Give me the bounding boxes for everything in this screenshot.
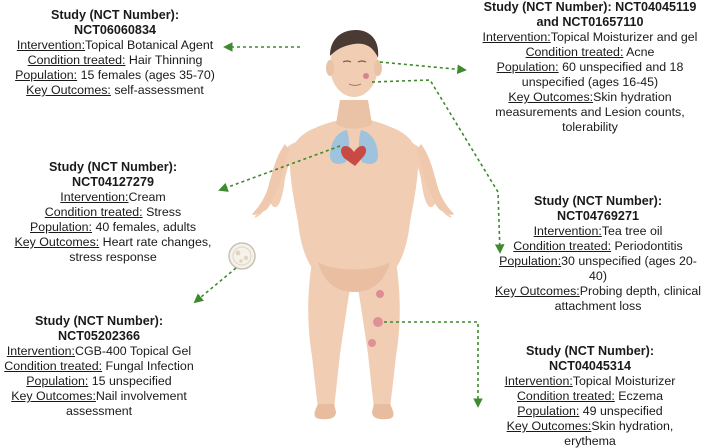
population-value: 15 females (ages 35-70)	[80, 68, 215, 82]
intervention-label: Intervention:	[60, 190, 129, 204]
condition-label: Condition treated:	[525, 45, 624, 59]
population-label: Population:	[499, 254, 562, 268]
study-card-hair-thinning: Study (NCT Number): NCT06060834 Interven…	[10, 8, 220, 98]
intervention-value: Topical Moisturizer and gel	[550, 30, 698, 44]
outcomes-value: Skin hydration measurements and Lesion c…	[495, 90, 685, 134]
study-card-eczema: Study (NCT Number): NCT04045314 Interven…	[492, 344, 688, 448]
intervention-label: Intervention:	[533, 224, 602, 238]
neck	[336, 100, 372, 129]
outcomes-value: Skin hydration, erythema	[564, 419, 674, 448]
outcomes-label: Key Outcomes:	[11, 389, 96, 403]
outcomes-label: Key Outcomes:	[495, 284, 580, 298]
intervention-label: Intervention:	[504, 374, 573, 388]
outcomes-label: Key Outcomes:	[508, 90, 594, 104]
study-title: Study (NCT Number): NCT04045119 and NCT0…	[483, 0, 697, 29]
study-card-acne: Study (NCT Number): NCT04045119 and NCT0…	[476, 0, 704, 135]
condition-label: Condition treated:	[516, 389, 615, 403]
lesion-spot	[376, 290, 384, 298]
outcomes-value: Probing depth, clinical attachment loss	[554, 284, 701, 313]
connectors	[193, 42, 505, 408]
left-ear	[326, 60, 334, 76]
outcomes-label: Key Outcomes:	[14, 235, 100, 249]
population-value: 60 unspecified and 18 unspecified (ages …	[521, 60, 684, 89]
condition-value: Periodontitis	[614, 239, 683, 253]
condition-label: Condition treated:	[44, 205, 143, 219]
condition-value: Acne	[626, 45, 655, 59]
left-leg	[308, 262, 352, 408]
condition-value: Hair Thinning	[128, 53, 203, 67]
intervention-value: Topical Moisturizer	[572, 374, 676, 388]
intervention-value: Topical Botanical Agent	[85, 38, 214, 52]
intervention-label: Intervention:	[6, 344, 76, 358]
study-title: Study (NCT Number): NCT04045314	[525, 344, 655, 373]
acne-spot	[363, 73, 369, 79]
population-label: Population:	[15, 68, 78, 82]
intervention-label: Intervention:	[16, 38, 86, 52]
outcomes-value: Nail involvement assessment	[65, 389, 187, 418]
condition-label: Condition treated:	[27, 53, 126, 67]
study-title: Study (NCT Number): NCT06060834	[50, 8, 180, 37]
arrow-fungal	[193, 267, 237, 304]
population-label: Population:	[517, 404, 580, 418]
lesion-spot	[368, 339, 376, 347]
outcomes-value: self-assessment	[114, 83, 204, 97]
right-arm	[396, 140, 452, 218]
arrow-acne	[379, 61, 467, 75]
intervention-value: Cream	[128, 190, 166, 204]
condition-value: Eczema	[618, 389, 664, 403]
hair	[330, 30, 379, 58]
intervention-label: Intervention:	[482, 30, 551, 44]
body	[252, 30, 454, 420]
population-label: Population:	[496, 60, 559, 74]
study-title: Study (NCT Number): NCT04127279	[48, 160, 178, 189]
outcomes-value: Heart rate changes, stress response	[69, 235, 212, 264]
study-card-stress: Study (NCT Number): NCT04127279 Interven…	[14, 160, 212, 265]
condition-label: Condition treated:	[4, 359, 103, 373]
condition-value: Stress	[146, 205, 182, 219]
outcomes-label: Key Outcomes:	[506, 419, 592, 433]
heart-organ	[341, 145, 367, 166]
population-value: 49 unspecified	[582, 404, 663, 418]
population-label: Population:	[29, 220, 92, 234]
population-value: 30 unspecified (ages 20-40)	[561, 254, 697, 283]
right-forearm	[417, 144, 454, 215]
right-ear	[374, 60, 382, 76]
right-foot	[372, 404, 394, 420]
arrow-eczema	[384, 321, 483, 408]
study-card-fungal-infection: Study (NCT Number): NCT05202366 Interven…	[4, 314, 194, 419]
left-foot	[314, 404, 336, 420]
condition-label: Condition treated:	[513, 239, 612, 253]
petri-dish-icon	[228, 242, 256, 270]
outcomes-label: Key Outcomes:	[26, 83, 111, 97]
left-arm	[254, 140, 310, 218]
population-label: Population:	[26, 374, 89, 388]
head	[330, 35, 378, 97]
torso	[289, 118, 419, 278]
study-card-periodontitis: Study (NCT Number): NCT04769271 Interven…	[492, 194, 704, 314]
study-title: Study (NCT Number): NCT04769271	[533, 194, 663, 223]
lesion-spot	[373, 317, 383, 327]
right-leg	[356, 262, 400, 408]
intervention-value: CGB-400 Topical Gel	[75, 344, 192, 358]
population-value: 40 females, adults	[95, 220, 197, 234]
population-value: 15 unspecified	[91, 374, 172, 388]
left-forearm	[252, 144, 289, 215]
condition-value: Fungal Infection	[105, 359, 194, 373]
study-title: Study (NCT Number): NCT05202366	[34, 314, 164, 343]
intervention-value: Tea tree oil	[601, 224, 663, 238]
